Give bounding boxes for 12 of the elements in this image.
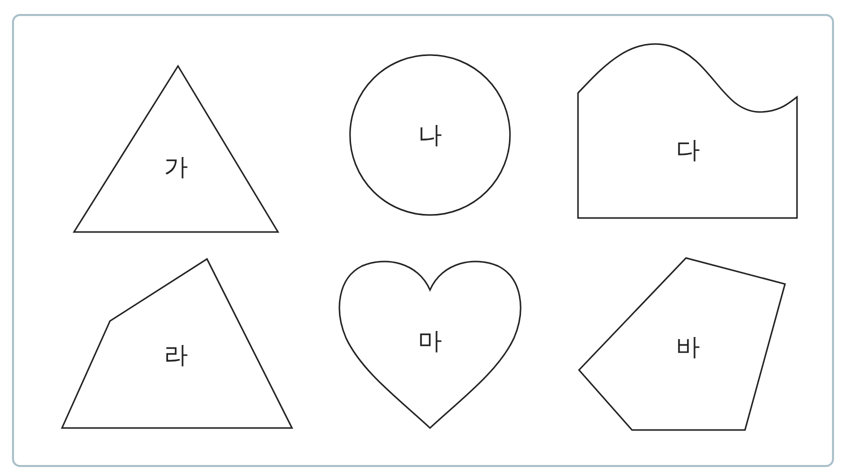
pentagon-shape <box>577 256 787 432</box>
shape-label: 가 <box>164 155 188 179</box>
circle-shape <box>348 53 512 217</box>
shape-label: 나 <box>418 123 442 147</box>
triangle-shape <box>72 64 280 234</box>
shape-label: 바 <box>676 335 700 359</box>
wave-top-shape <box>576 40 799 220</box>
shape-label: 라 <box>164 343 188 367</box>
shape-label: 마 <box>418 329 442 353</box>
shape-label: 다 <box>676 138 700 162</box>
heart-shape <box>338 258 522 430</box>
quadrilateral-shape <box>60 257 294 430</box>
